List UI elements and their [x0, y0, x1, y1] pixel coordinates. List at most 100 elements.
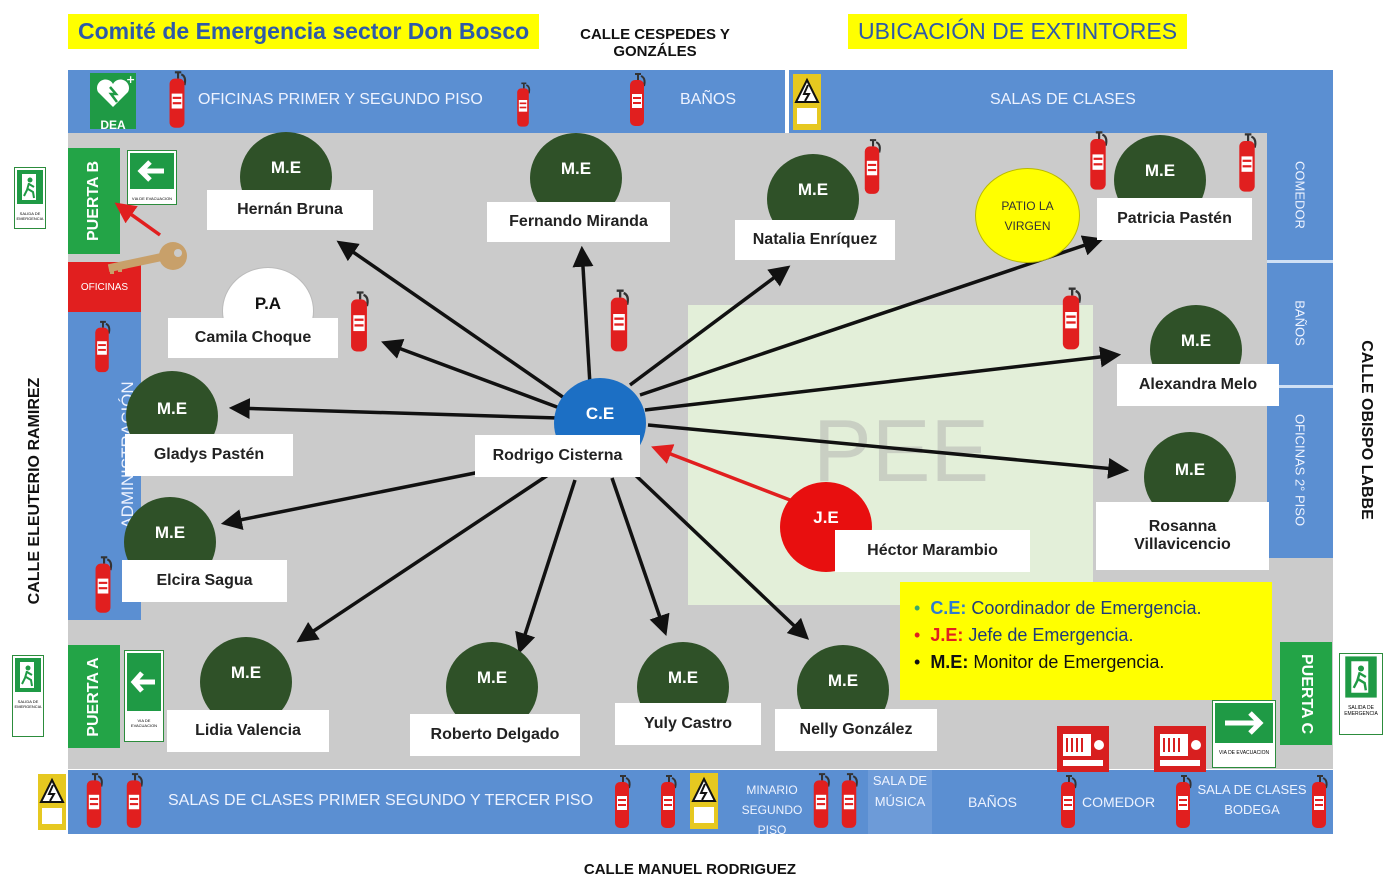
fire-alarm-icon [1154, 726, 1206, 772]
door-c[interactable]: PUERTA C [1280, 642, 1332, 745]
door-a[interactable]: PUERTA A [68, 645, 120, 748]
fire-extinguisher-icon [169, 71, 187, 128]
arrow-line [610, 477, 670, 636]
name-box: Gladys Pastén [125, 434, 293, 476]
exit-sign-text: SALIDA DE EMERGENCIA [1344, 705, 1378, 717]
street-bottom: CALLE MANUEL RODRIGUEZ [583, 861, 797, 878]
name-box: Fernando Miranda [487, 202, 670, 242]
street-top: CALLE CESPEDES Y GONZÁLES [580, 26, 730, 60]
page-title: Comité de Emergencia sector Don Bosco [68, 14, 540, 49]
fire-extinguisher-icon [1176, 775, 1192, 828]
key-icon [107, 242, 187, 274]
bottom-seminar-label: MINARIO SEGUNDO PISO [741, 783, 803, 837]
evacuation-sign-text: VIA DE EVACUACION [131, 196, 173, 201]
name-box: Rodrigo Cisterna [475, 435, 640, 477]
exit-sign-right: SALIDA DE EMERGENCIA [1339, 653, 1383, 735]
legend-colon: : [957, 625, 964, 645]
evacuation-sign-a: VIA DE EVACUACION [124, 650, 164, 742]
fire-extinguisher-icon [95, 556, 113, 613]
legend-colon: : [960, 598, 967, 618]
defibrillator-icon: + [97, 73, 135, 107]
arrow-line [381, 339, 566, 412]
exit-sign-text: SALIDA DE EMERGENCIA [16, 211, 44, 221]
page-subtitle: UBICACIÓN DE EXTINTORES [848, 14, 1188, 49]
patio-label: PATIO LA VIRGEN [1001, 198, 1054, 233]
high-voltage-icon [690, 773, 718, 829]
fire-extinguisher-icon [1239, 133, 1257, 192]
fire-extinguisher-icon [1062, 287, 1081, 350]
name-box: Natalia Enríquez [735, 220, 895, 260]
arrow-icon [1215, 703, 1273, 743]
fire-extinguisher-icon [615, 775, 631, 828]
patio-circle: PATIO LA VIRGEN [975, 168, 1080, 263]
evacuation-sign-text: VIA DE EVACUACION [130, 718, 158, 728]
exit-sign-text: SALIDA DE EMERGENCIA [14, 699, 42, 709]
name-box: Lidia Valencia [167, 710, 329, 752]
fire-extinguisher-icon [864, 139, 881, 194]
right-band [1267, 133, 1333, 558]
fire-extinguisher-icon [126, 773, 143, 828]
fire-extinguisher-icon [1312, 775, 1328, 828]
arrow-line [220, 468, 491, 531]
name-box: Alexandra Melo [1117, 364, 1279, 406]
name-box: Camila Choque [168, 318, 338, 358]
arrow-line [336, 240, 571, 404]
exit-sign-left-top: SALIDA DE EMERGENCIA [14, 167, 46, 229]
arrow-line [639, 235, 1104, 397]
name-box: Yuly Castro [615, 703, 761, 745]
evacuation-sign-text: VIA DE EVACUACION [1218, 750, 1270, 756]
door-b[interactable]: PUERTA B [68, 148, 120, 254]
bottom-warehouse-label: SALA DE CLASES BODEGA [1197, 782, 1307, 817]
arrow-icon [130, 153, 174, 189]
left-offices-label: OFICINAS [80, 281, 129, 293]
arrow-line [647, 423, 1130, 479]
name-box: Rosanna Villavicencio [1096, 502, 1269, 570]
top-bathrooms-label: BAÑOS [680, 91, 737, 108]
legend-bullet: • [914, 625, 931, 645]
legend-item: • J.E: Jefe de Emergencia. [914, 625, 1258, 646]
top-band [68, 70, 1333, 133]
arrow-line [628, 468, 810, 640]
name-box: Nelly González [775, 709, 937, 751]
name-box: Patricia Pastén [1097, 198, 1252, 240]
legend-item: • M.E: Monitor de Emergencia. [914, 652, 1258, 673]
arrow-line [515, 479, 577, 654]
fire-extinguisher-icon [610, 289, 629, 352]
left-offices-box: OFICINAS [68, 262, 141, 312]
name-box: Héctor Marambio [835, 530, 1030, 572]
fire-extinguisher-icon [841, 773, 858, 828]
arrow-icon [127, 653, 161, 711]
bottom-classrooms-label: SALAS DE CLASES PRIMER SEGUNDO Y TERCER … [168, 792, 594, 809]
legend-item: • C.E: Coordinador de Emergencia. [914, 598, 1258, 619]
bottom-bathrooms-label: BAÑOS [968, 794, 1018, 810]
legend-colon: : [962, 652, 969, 672]
right-divider-1 [1267, 260, 1333, 263]
legend: • C.E: Coordinador de Emergencia. • J.E:… [900, 582, 1272, 700]
fire-alarm-icon [1057, 726, 1109, 772]
bottom-dining-label: COMEDOR [1082, 794, 1156, 810]
emergency-exit-icon [15, 658, 41, 692]
top-divider [785, 70, 789, 133]
arrow-line [296, 473, 549, 643]
arrow-line [628, 265, 791, 387]
arrow-line [651, 444, 791, 502]
arrow-line [572, 245, 594, 386]
top-offices-label: OFICINAS PRIMER Y SEGUNDO PISO [198, 91, 483, 108]
legend-code: C.E [930, 598, 961, 618]
name-box: Hernán Bruna [207, 190, 373, 230]
fire-extinguisher-icon [351, 291, 369, 352]
legend-text: Monitor de Emergencia. [968, 652, 1165, 672]
evacuation-sign-c: VIA DE EVACUACION [1212, 700, 1276, 768]
legend-code: M.E [930, 652, 963, 672]
legend-text: Jefe de Emergencia. [963, 625, 1134, 645]
legend-code: J.E [930, 625, 958, 645]
high-voltage-icon [38, 774, 66, 830]
emergency-exit-icon [17, 170, 43, 204]
fire-extinguisher-icon [1090, 131, 1108, 190]
arrow-line [114, 202, 162, 237]
high-voltage-icon [793, 74, 821, 130]
fire-extinguisher-icon [813, 773, 830, 828]
legend-bullet: • [914, 598, 931, 618]
emergency-exit-icon [1345, 656, 1377, 698]
